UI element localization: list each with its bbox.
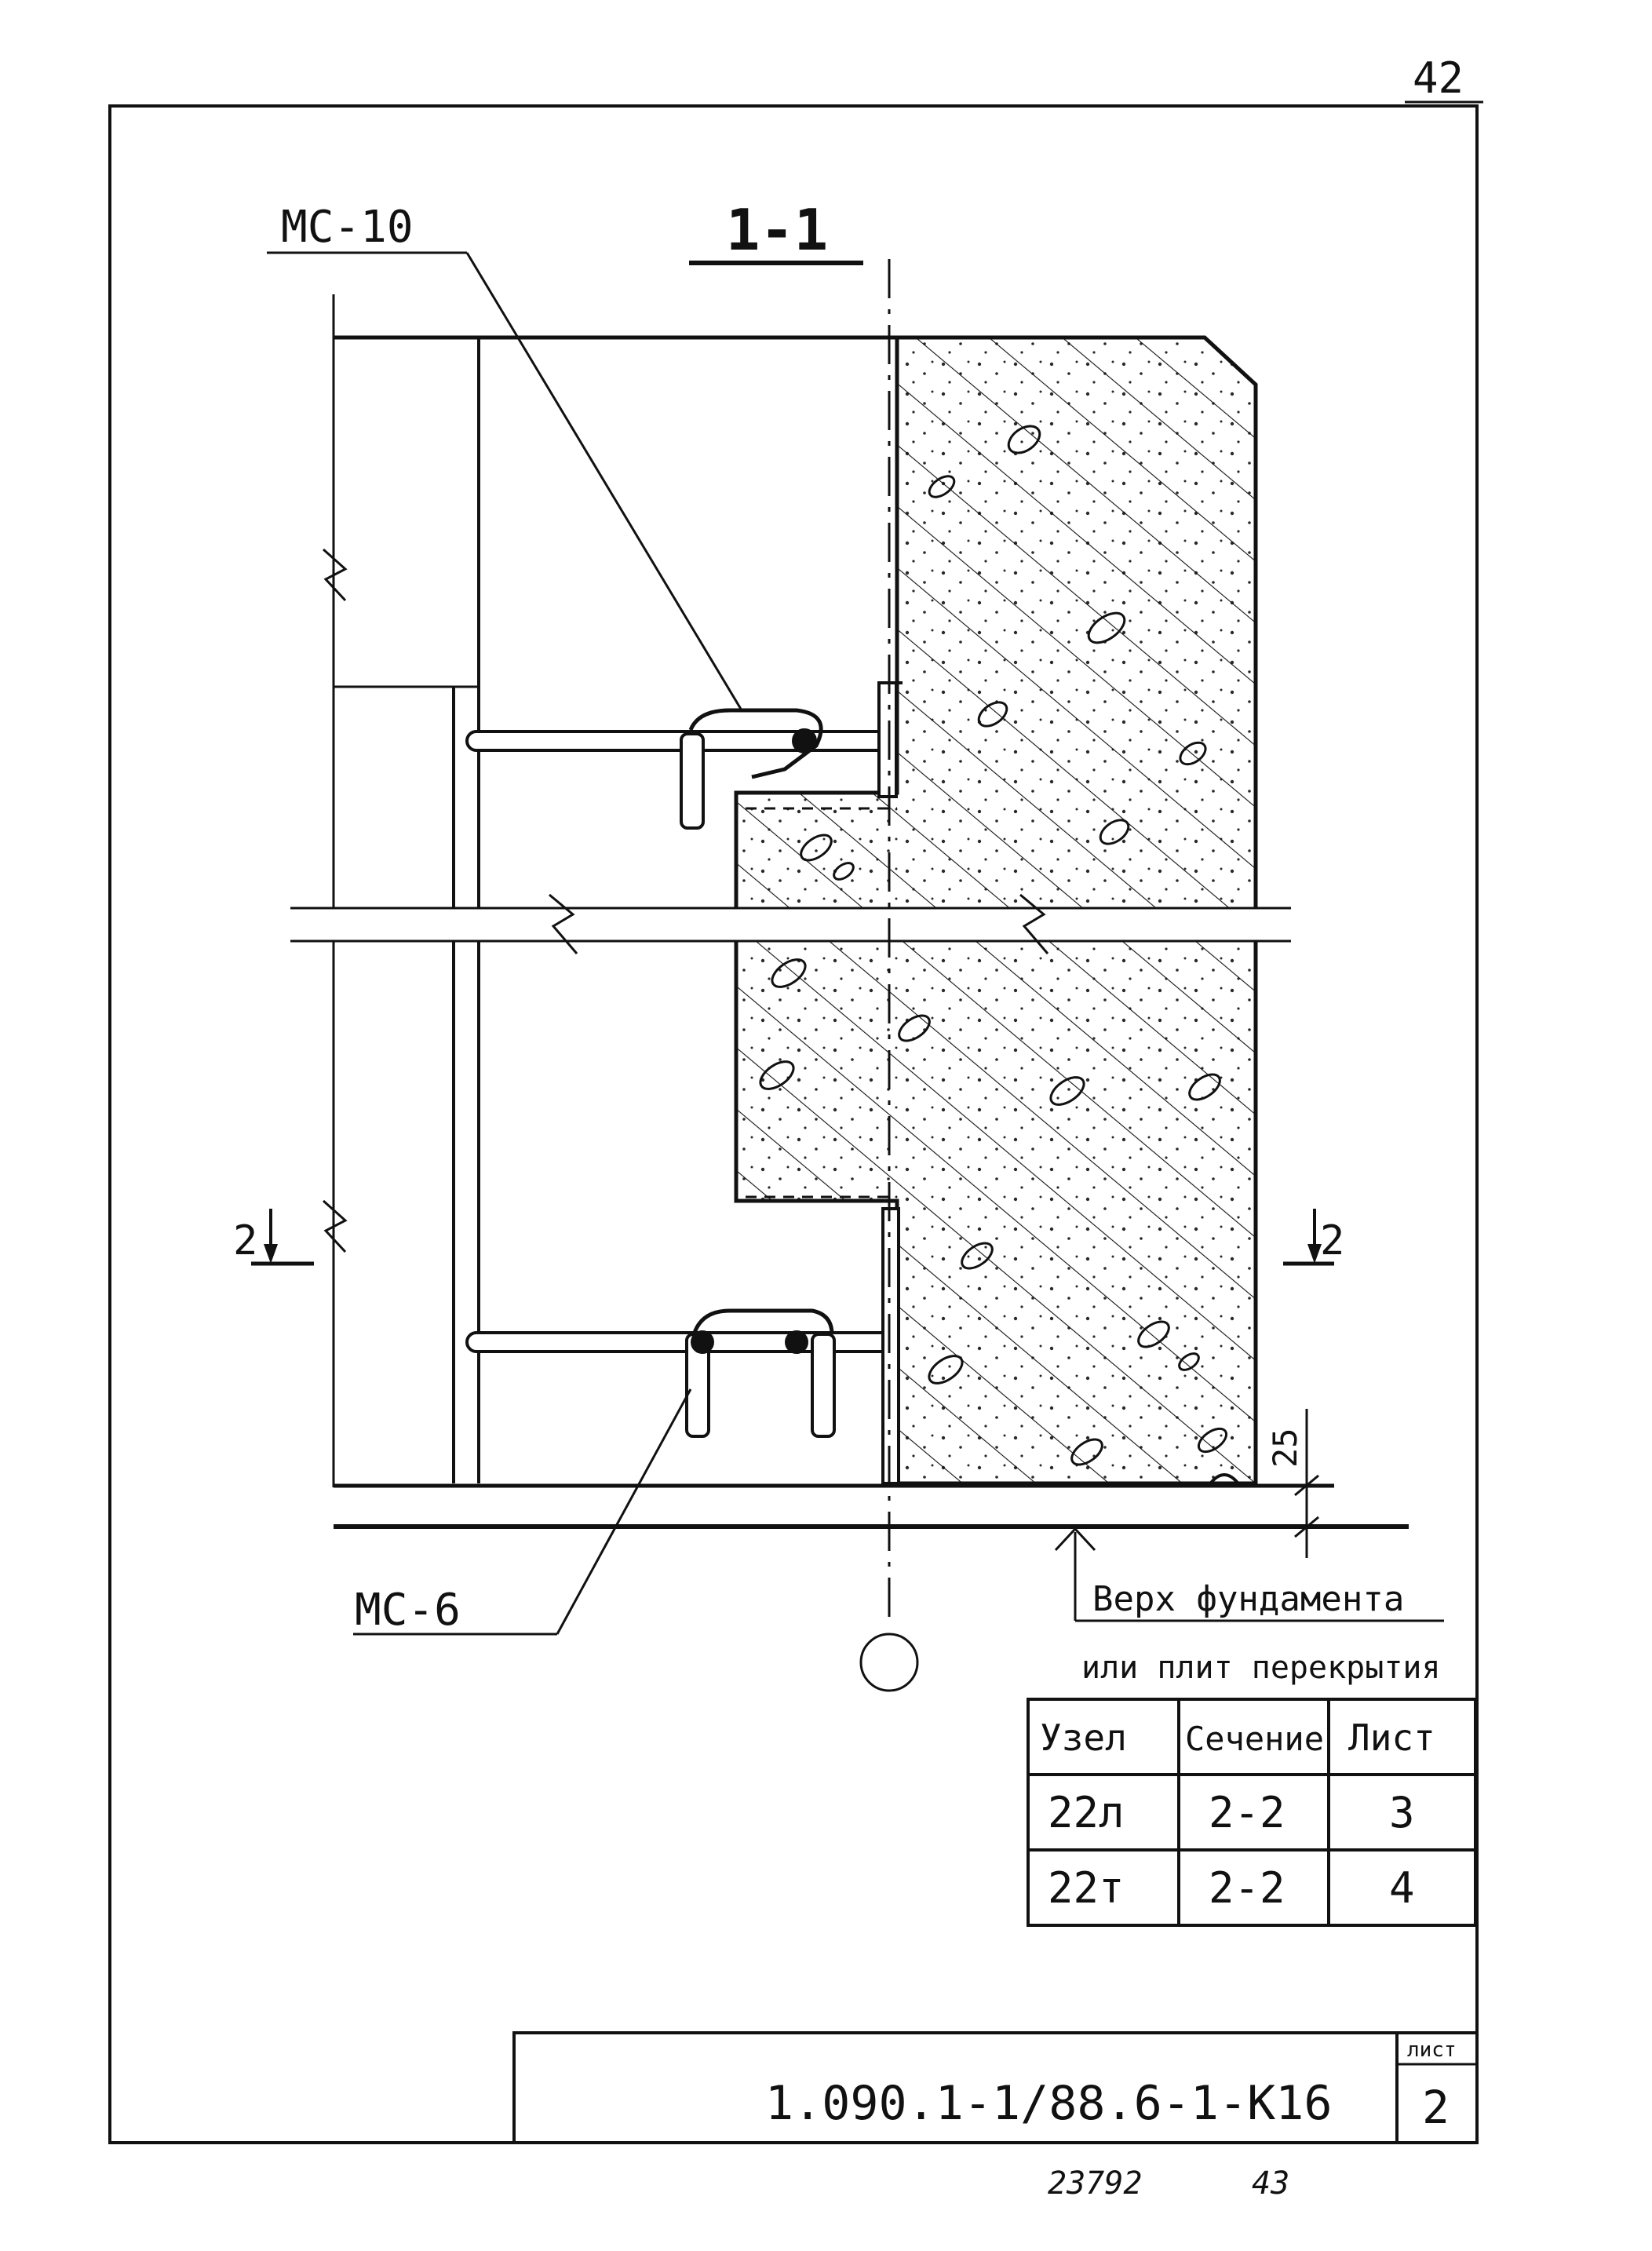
table-cell-r1-section: 2-2 xyxy=(1209,1788,1285,1837)
page-number: 42 xyxy=(1413,53,1464,103)
footer-page: 43 xyxy=(1252,2165,1289,2202)
cut-mark-left-arrowhead xyxy=(264,1244,278,1264)
note-line-2: или плит перекрытия xyxy=(1081,1650,1441,1686)
break-symbol-wall-top xyxy=(323,548,348,602)
note-line-1: Верх фундамента xyxy=(1092,1579,1404,1619)
break-band xyxy=(290,908,1291,941)
axis-marker xyxy=(859,1633,919,1692)
connector-mc10 xyxy=(465,681,903,830)
cut-label-right: 2 xyxy=(1320,1217,1344,1264)
drip-groove xyxy=(1207,1473,1242,1487)
cut-label-left: 2 xyxy=(233,1217,257,1264)
break-symbol-right xyxy=(1019,893,1049,954)
table-cell-r2-node: 22т xyxy=(1048,1863,1125,1913)
title-block-sheet-label: лист xyxy=(1407,2038,1457,2062)
break-symbol-left xyxy=(549,893,578,954)
connector-mc6 xyxy=(465,1207,900,1485)
dimension-tick-top xyxy=(1294,1474,1319,1497)
cut-mark-right-arrowhead xyxy=(1307,1244,1322,1264)
table-header-sheet: Лист xyxy=(1348,1717,1435,1759)
label-mc6: МС-6 xyxy=(355,1585,461,1636)
title-block-sheet-number: 2 xyxy=(1422,2081,1450,2134)
mc6-leader xyxy=(556,1388,692,1635)
label-mc10: МС-10 xyxy=(281,202,414,253)
table-header-section: Сечение xyxy=(1185,1720,1324,1758)
table-cell-r1-sheet: 3 xyxy=(1389,1788,1415,1837)
table-cell-r2-sheet: 4 xyxy=(1389,1863,1415,1913)
table-cell-r2-section: 2-2 xyxy=(1209,1863,1285,1913)
dimension-tick-bottom xyxy=(1294,1516,1319,1538)
title-block-code: 1.090.1-1/88.6-1-К16 xyxy=(765,2076,1332,2131)
table-header-node: Узел xyxy=(1040,1717,1127,1759)
note-leader-arrow xyxy=(1054,1527,1096,1552)
table-cell-r1-node: 22л xyxy=(1048,1788,1125,1837)
title-block: 1.090.1-1/88.6-1-К16 лист 2 xyxy=(512,2031,1479,2144)
reference-table: Узел Сечение Лист 22л 2-2 3 22т 2-2 4 xyxy=(1027,1698,1477,1927)
mc10-leader xyxy=(465,252,743,711)
footer-inventory-number: 23792 xyxy=(1048,2165,1142,2202)
break-symbol-wall-bottom xyxy=(323,1199,348,1253)
section-title: 1-1 xyxy=(726,197,828,263)
dimension-value: 25 xyxy=(1266,1428,1304,1468)
